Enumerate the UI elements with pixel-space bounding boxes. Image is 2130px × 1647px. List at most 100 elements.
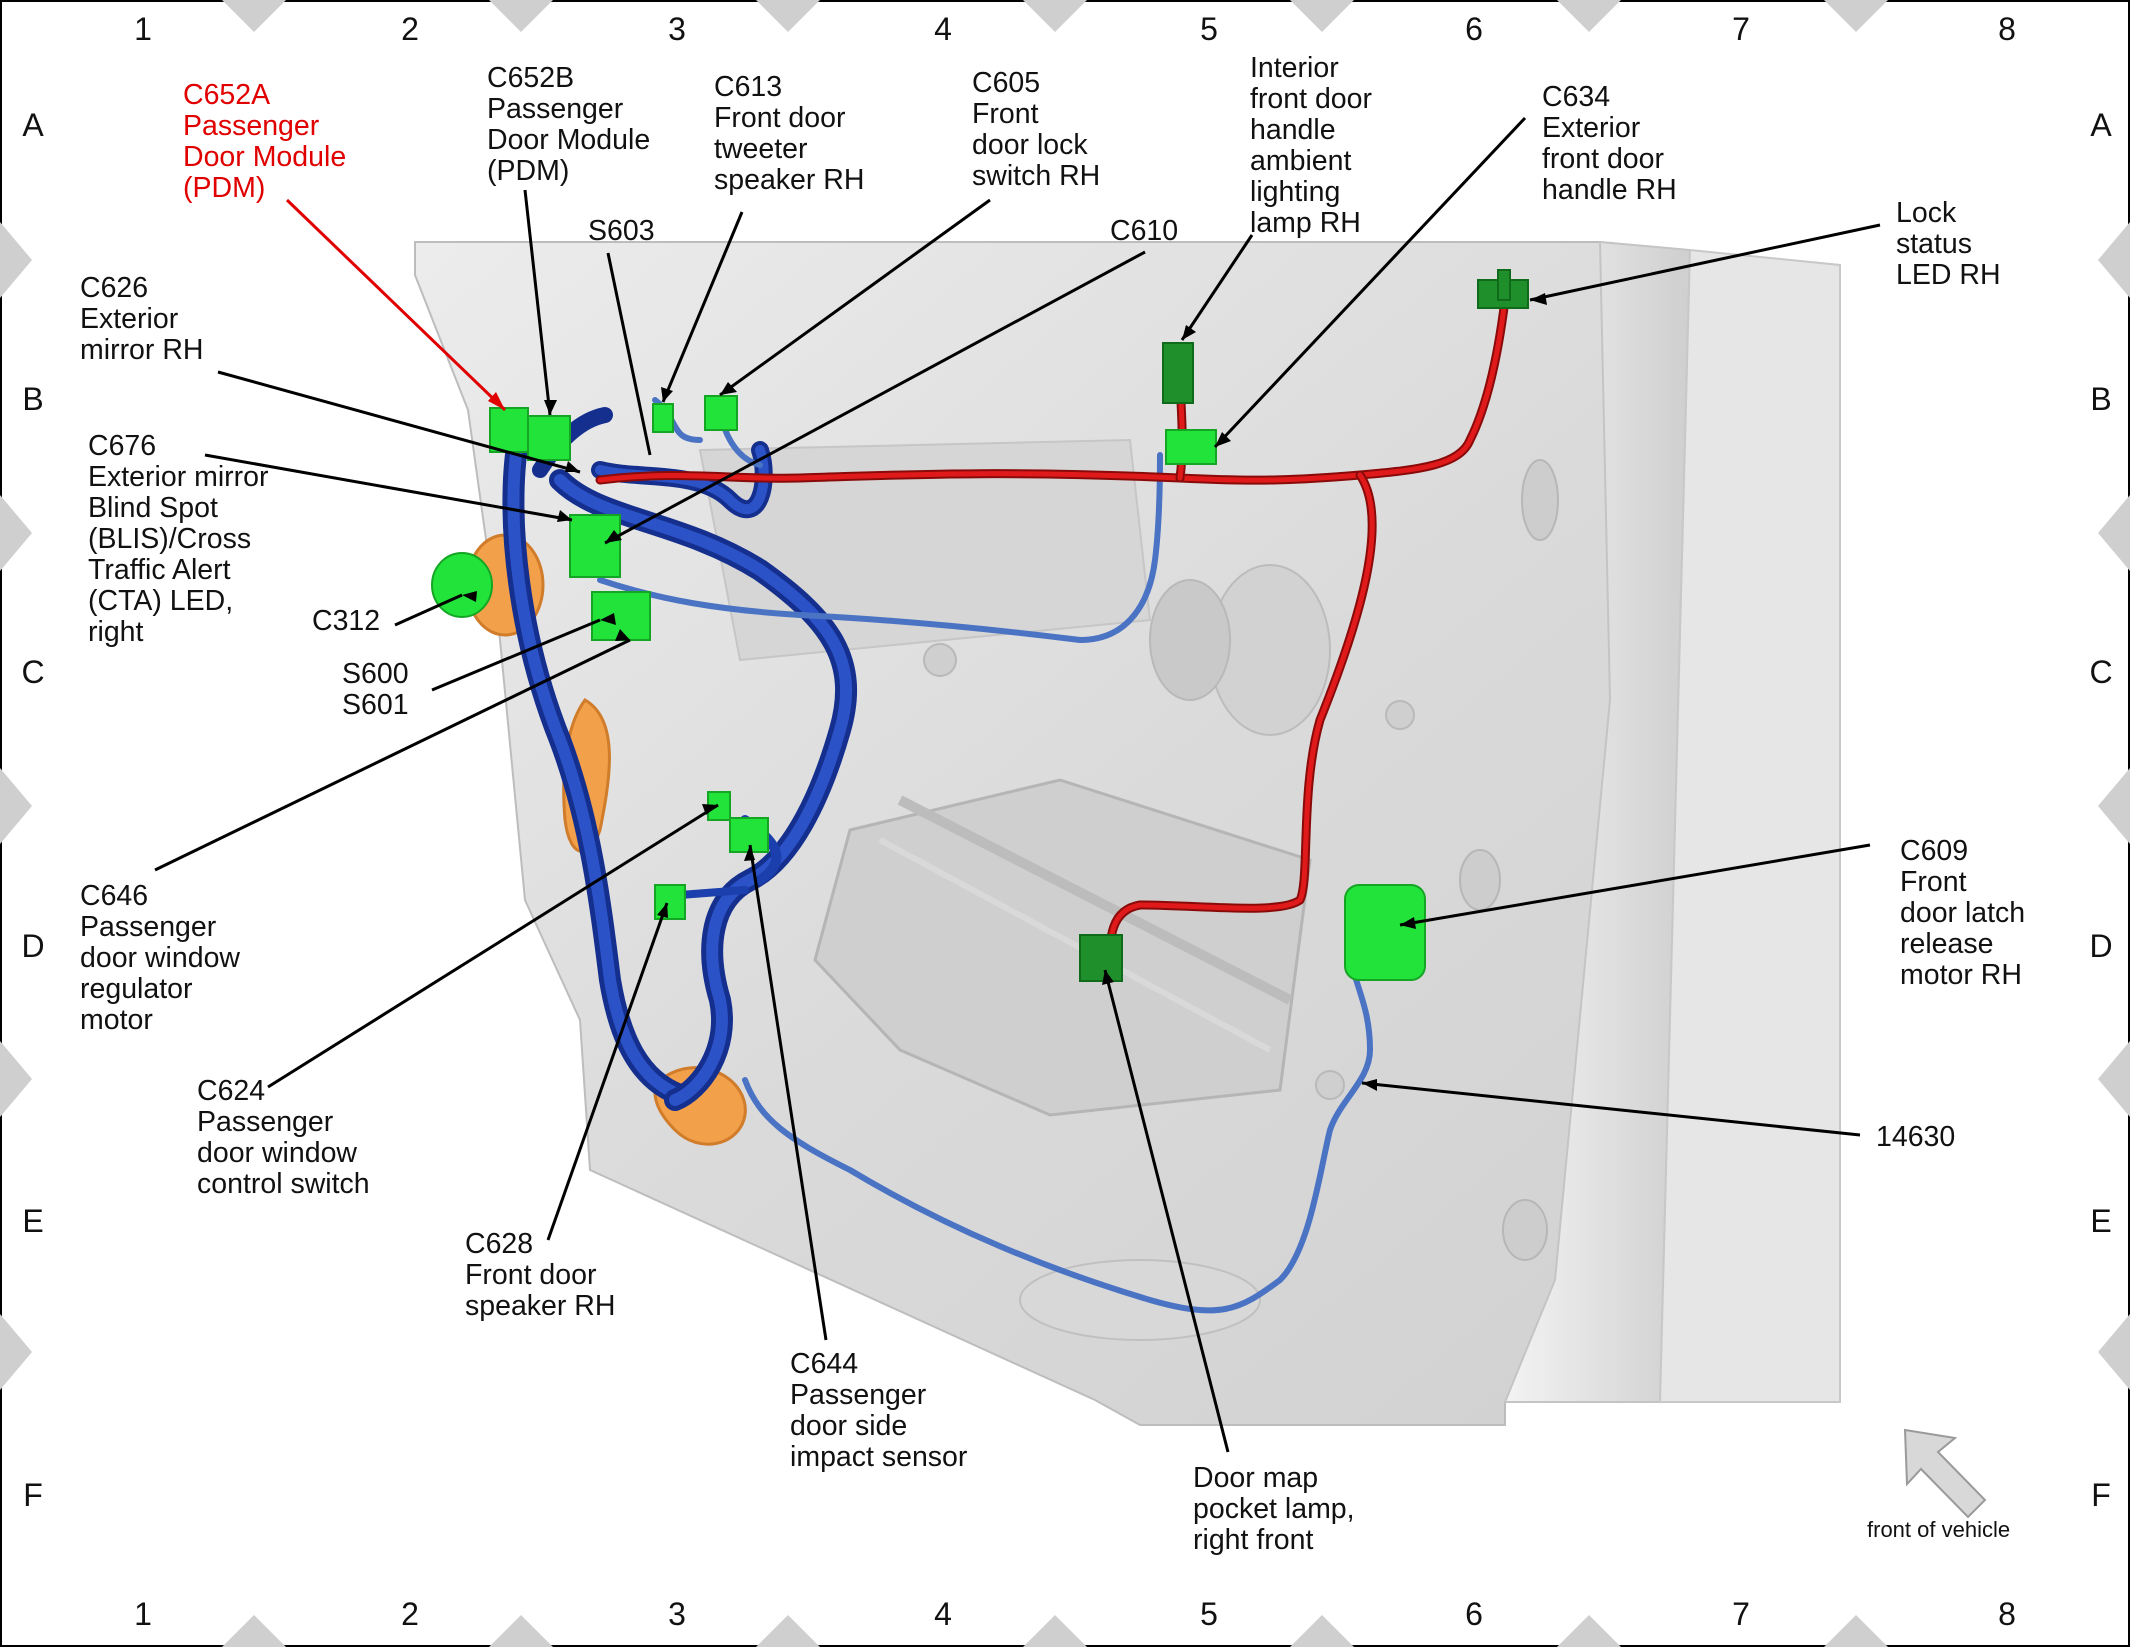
grid-col-3: 3 [668, 11, 686, 47]
grid-col-4: 4 [934, 11, 952, 47]
grid-row-d: D [21, 928, 44, 964]
label-line: Front [1900, 866, 1967, 898]
label-line: S601 [342, 689, 409, 721]
grid-col-8: 8 [1998, 11, 2016, 47]
label-line: C605 [972, 67, 1040, 99]
label-line: Passenger [183, 110, 320, 142]
c609-connector [1344, 884, 1426, 981]
grid-row-a: A [22, 107, 44, 143]
label-line: C652A [183, 79, 270, 111]
label-front-of-vehicle: front of vehicle [1867, 1517, 2010, 1542]
label-line: status [1896, 228, 1972, 260]
label-line: control switch [197, 1168, 370, 1200]
label-line: C312 [312, 605, 380, 637]
grid-col-7: 7 [1732, 1596, 1750, 1632]
grid-col-5: 5 [1200, 1596, 1218, 1632]
label-line: lamp RH [1250, 207, 1361, 239]
label-line: lighting [1250, 176, 1340, 208]
label-line: Door map [1193, 1462, 1318, 1494]
label-line: S600 [342, 658, 409, 690]
label-line: door latch [1900, 897, 2025, 929]
grid-col-8: 8 [1998, 1596, 2016, 1632]
grid-row-b: B [2090, 381, 2111, 417]
label-line: C609 [1900, 835, 1968, 867]
label-line: C626 [80, 272, 148, 304]
label-line: speaker RH [465, 1290, 615, 1322]
grid-row-e: E [2090, 1203, 2111, 1239]
lock-led-stem [1497, 269, 1511, 301]
label-line: right front [1193, 1524, 1313, 1556]
label-line: front door [1250, 83, 1372, 115]
label-line: Interior [1250, 52, 1339, 84]
arrowheads [462, 293, 1547, 1091]
c610-connector [569, 514, 621, 578]
label-line: right [88, 616, 144, 648]
label-line: C676 [88, 430, 156, 462]
label-line: (PDM) [183, 172, 265, 204]
label-line: C628 [465, 1228, 533, 1260]
grid-row-a: A [2090, 107, 2112, 143]
label-line: C610 [1110, 215, 1178, 247]
label-line: release [1900, 928, 1993, 960]
grid-row-f: F [2091, 1477, 2111, 1513]
door-panel [414, 240, 1841, 1426]
label-s603: S603 [588, 215, 655, 247]
label-line: C652B [487, 62, 574, 94]
label-line: Front [972, 98, 1039, 130]
grid-row-f: F [23, 1477, 43, 1513]
label-line: Front door [714, 102, 846, 134]
label-line: front door [1542, 143, 1664, 175]
grid-labels-top: 1 2 3 4 5 6 7 8 [134, 11, 2016, 47]
grid-col-5: 5 [1200, 11, 1218, 47]
label-line: mirror RH [80, 334, 203, 366]
label-line: (BLIS)/Cross [88, 523, 251, 555]
c312-connector [431, 552, 493, 618]
label-line: handle RH [1542, 174, 1677, 206]
label-line: speaker RH [714, 164, 864, 196]
grid-col-4: 4 [934, 1596, 952, 1632]
label-line: Exterior mirror [88, 461, 269, 493]
label-line: motor [80, 1004, 153, 1036]
grid-col-2: 2 [401, 11, 419, 47]
label-line: Door Module [183, 141, 346, 173]
label-line: ambient [1250, 145, 1351, 177]
label-line: switch RH [972, 160, 1100, 192]
c652a-arrow [488, 392, 505, 410]
c652a-connector [489, 407, 529, 453]
grid-labels-right: A B C D E F [2089, 107, 2112, 1513]
grid-col-7: 7 [1732, 11, 1750, 47]
interior-handle-lamp-connector [1162, 342, 1194, 404]
label-line: Passenger [790, 1379, 927, 1411]
grid-row-c: C [21, 654, 44, 690]
label-line: impact sensor [790, 1441, 968, 1473]
grid-row-c: C [2089, 654, 2112, 690]
label-line: (CTA) LED, [88, 585, 233, 617]
grid-col-1: 1 [134, 11, 152, 47]
label-line: LED RH [1896, 259, 2001, 291]
label-line: Passenger [197, 1106, 334, 1138]
grid-labels-left: A B C D E F [21, 107, 44, 1513]
c652b-connector [527, 415, 571, 461]
label-line: pocket lamp, [1193, 1493, 1355, 1525]
label-line: door window [197, 1137, 357, 1169]
label-line: tweeter [714, 133, 808, 165]
label-line: C634 [1542, 81, 1610, 113]
label-line: Exterior [1542, 112, 1641, 144]
label-line: C624 [197, 1075, 265, 1107]
label-line: door lock [972, 129, 1088, 161]
label-line: S603 [588, 215, 655, 247]
front-of-vehicle-arrow-icon [1903, 1428, 1987, 1519]
